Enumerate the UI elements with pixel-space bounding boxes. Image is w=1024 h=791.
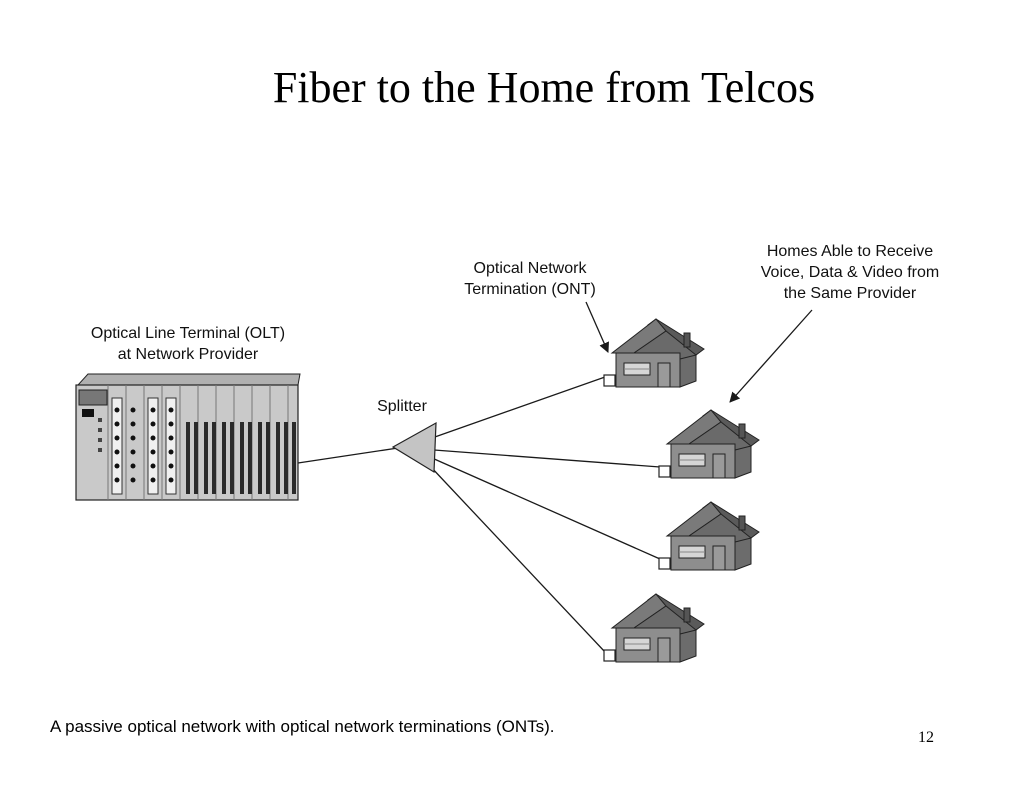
homes-label-line-2: Voice, Data & Video from [760,264,940,281]
fiber-line-home-3 [431,457,661,560]
homes-label-line-1: Homes Able to Receive [766,243,934,260]
page-number: 12 [918,729,934,746]
ont-callout-arrow [585,301,609,353]
fiber-line-olt [297,447,399,464]
ont-label-line-2: Termination (ONT) [464,281,596,298]
olt-label: Optical Line Terminal (OLT) at Network P… [68,323,308,365]
olt-label-line-1: Optical Line Terminal (OLT) [90,325,286,342]
fiber-line-home-4 [429,465,606,653]
slide-title: Fiber to the Home from Telcos [272,63,816,112]
figure-caption: A passive optical network with optical n… [50,717,555,736]
splitter-icon [391,421,437,474]
house-icon-4 [603,593,705,663]
olt-label-line-2: at Network Provider [117,346,259,363]
homes-callout-arrow [729,309,813,403]
homes-label-line-3: the Same Provider [783,285,917,302]
fiber-line-home-2 [433,449,661,468]
splitter-label: Splitter [377,398,427,415]
ont-label: Optical Network Termination (ONT) [440,258,620,300]
fiber-line-home-1 [431,376,606,439]
olt-rack-icon [75,373,301,501]
house-icon-2 [658,409,760,479]
fiber-lines [297,376,661,653]
homes-label: Homes Able to Receive Voice, Data & Vide… [740,241,960,304]
house-icon-3 [658,501,760,571]
ont-label-line-1: Optical Network [473,260,587,277]
house-icon-1 [603,318,705,388]
